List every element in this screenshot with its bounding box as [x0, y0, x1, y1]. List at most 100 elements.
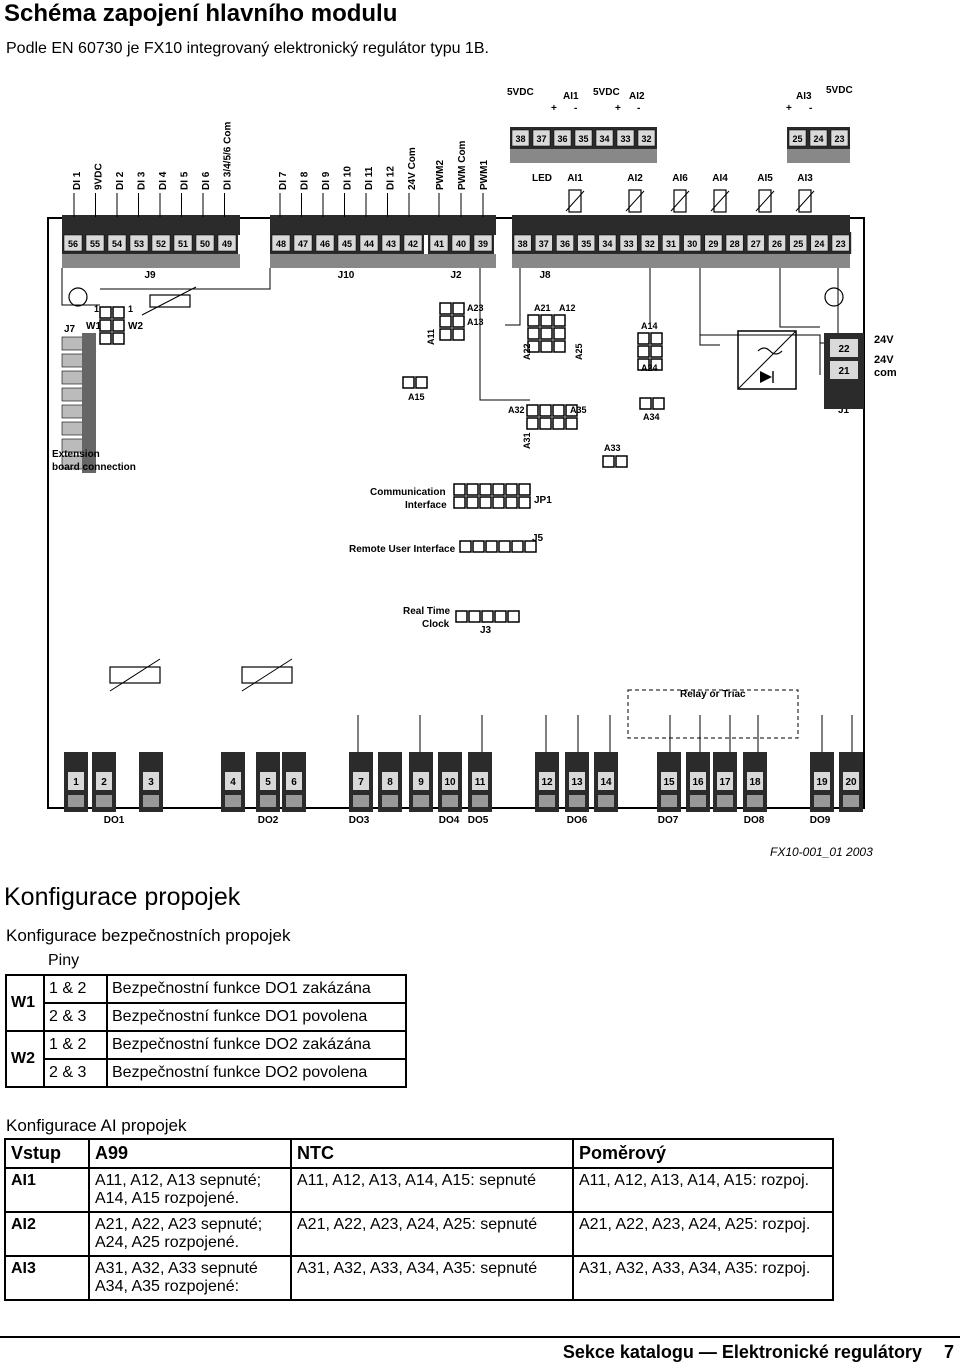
do-label: DO3 — [349, 815, 370, 826]
sensor-arrow — [565, 190, 585, 212]
terminal-j8-terminal-label: 36 — [560, 239, 570, 249]
top-label: DI 10 — [343, 166, 354, 190]
output-terminal-screw — [96, 795, 112, 807]
jumper-label: A11 — [426, 329, 436, 345]
table-row: 2 & 3 Bezpečnostní funkce DO1 povolena — [6, 1002, 407, 1032]
upper-label: AI3 — [796, 91, 812, 102]
upper-label: + — [786, 103, 792, 114]
output-terminal-screw — [661, 795, 677, 807]
group-w1: W1 — [5, 974, 45, 1032]
jumper-w1-pad — [112, 306, 125, 319]
j3-pin — [494, 610, 507, 623]
upper-terminal-b-terminal-label: 24 — [813, 134, 823, 144]
upper-terminal-b-terminal-label: 23 — [834, 134, 844, 144]
sensor-arrow — [670, 190, 690, 212]
upper-comb — [510, 149, 657, 163]
comb-lower — [512, 254, 850, 268]
sensor-label: AI6 — [672, 173, 688, 184]
top-label: 24V Com — [407, 147, 418, 190]
terminal-j8-terminal — [704, 234, 723, 252]
table-row: AI3 A31, A32, A33 sepnuté A34, A35 rozpo… — [4, 1255, 834, 1301]
jumper-label: A32 — [508, 405, 525, 415]
terminal-mid-terminal-label: 44 — [364, 239, 374, 249]
output-terminal — [843, 772, 859, 790]
jumper-label: A25 — [574, 343, 584, 360]
jumper-pad — [402, 376, 415, 389]
output-terminal-screw — [717, 795, 733, 807]
j1-terminal — [830, 339, 858, 357]
board-text: board connection — [52, 462, 136, 473]
output-terminal-label: 15 — [663, 777, 675, 788]
jumper-pad — [439, 315, 452, 328]
relay-arrow — [241, 658, 293, 692]
j5-pin — [511, 540, 524, 553]
jumper-pad — [650, 345, 663, 358]
connector-label: J3 — [480, 625, 492, 636]
upper-label: + — [615, 103, 621, 114]
do-label: DO9 — [810, 815, 831, 826]
table-row: W1 1 & 2 Bezpečnostní funkce DO1 zakázán… — [5, 974, 407, 1032]
upper-label: 5VDC — [593, 87, 620, 98]
output-terminal — [717, 772, 733, 790]
j1-terminal — [830, 361, 858, 379]
board-text: Relay or Triac — [680, 689, 746, 700]
table-header-row: Vstup A99 NTC Poměrový — [4, 1138, 834, 1169]
do-label: DO2 — [258, 815, 279, 826]
mounting-hole — [824, 287, 844, 307]
terminal-mid-terminal-label: 45 — [342, 239, 352, 249]
output-terminal-label: 13 — [571, 777, 583, 788]
output-terminal-label: 14 — [600, 777, 612, 788]
output-terminal-screw — [225, 795, 241, 807]
jumper-label: A15 — [408, 392, 425, 402]
ac-symbol — [757, 347, 783, 355]
terminal-j8-block — [512, 232, 852, 254]
terminal-mid-terminal-label: 46 — [320, 239, 330, 249]
top-label: DI 1 — [72, 171, 83, 190]
j3-pin — [481, 610, 494, 623]
section-title: Konfigurace propojek — [4, 883, 241, 911]
jumper-w1-pad — [99, 332, 112, 345]
board-text: Communication — [370, 487, 446, 498]
page-title: Schéma zapojení hlavního modulu — [4, 0, 398, 27]
top-label: DI 11 — [364, 166, 375, 190]
ratio-cell: A11, A12, A13, A14, A15: rozpoj. — [572, 1167, 834, 1213]
jp1-pin — [492, 496, 505, 509]
connector-label: J9 — [144, 270, 156, 281]
terminal-mid-terminal-label: 42 — [408, 239, 418, 249]
jumper-pad — [539, 404, 552, 417]
jumper-label: A21 — [534, 303, 551, 313]
output-terminal-screw — [286, 795, 302, 807]
output-terminal-label: 1 — [73, 777, 79, 788]
jumper-label: A24 — [641, 363, 658, 373]
diode-symbol — [760, 371, 772, 383]
connector-label: J2 — [450, 270, 462, 281]
terminal-j8-terminal — [598, 234, 617, 252]
footer-rule — [0, 1336, 960, 1338]
terminal-left-terminal-label: 55 — [90, 239, 100, 249]
do-label: DO1 — [104, 815, 125, 826]
terminal-j8-terminal — [810, 234, 829, 252]
connector-label: J1 — [838, 405, 850, 416]
terminal-mid-terminal — [271, 234, 291, 252]
board-wire — [779, 268, 820, 328]
jumper-pad — [540, 327, 553, 340]
footer-text: Sekce katalogu — Elektronické regulátory — [562, 1342, 922, 1362]
terminal-left-terminal-label: 54 — [112, 239, 122, 249]
terminal-mid-terminal — [359, 234, 379, 252]
jumper-label: 1 — [94, 304, 99, 314]
jumper-pad — [602, 455, 615, 468]
upper-terminal-a-terminal-label: 35 — [578, 134, 588, 144]
jumper-pad — [553, 327, 566, 340]
output-terminal — [286, 772, 302, 790]
output-terminal-label: 20 — [845, 777, 857, 788]
pins-cell: 1 & 2 — [43, 1030, 108, 1060]
desc-cell: Bezpečnostní funkce DO2 zakázána — [106, 1030, 407, 1060]
power-label: 24V — [874, 334, 894, 346]
upper-label: - — [637, 103, 640, 114]
upper-terminal-a-terminal-label: 34 — [599, 134, 609, 144]
terminal-j8-terminal — [831, 234, 850, 252]
upper-terminal-a-terminal — [553, 129, 572, 147]
ntc-cell: A21, A22, A23, A24, A25: sepnuté — [290, 1211, 574, 1257]
output-terminal-screw — [143, 795, 159, 807]
output-terminal-label: 2 — [101, 777, 107, 788]
